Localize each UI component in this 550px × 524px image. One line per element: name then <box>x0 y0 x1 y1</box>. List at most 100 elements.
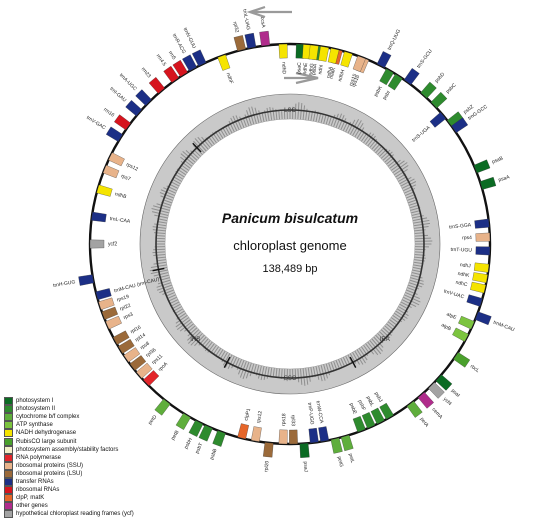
gc-bar <box>337 114 345 129</box>
gc-bar <box>354 350 364 365</box>
gene-block <box>129 355 147 371</box>
gene-block <box>191 49 207 67</box>
gc-bar <box>409 204 420 209</box>
gene-block <box>420 81 437 99</box>
gene-block <box>379 68 394 86</box>
gc-ring-inner <box>164 118 416 370</box>
gene-label: psbK <box>373 84 384 97</box>
gc-bar <box>152 226 167 229</box>
gc-bar <box>410 277 424 282</box>
gc-bar <box>181 164 190 171</box>
legend-item: photosystem I <box>4 397 164 406</box>
gene-label: psbJ <box>373 391 384 404</box>
gene-block <box>136 362 153 379</box>
gene-block <box>125 100 143 117</box>
gc-bar <box>278 368 281 378</box>
gc-bar <box>363 344 370 353</box>
gc-bar <box>261 113 265 122</box>
gc-bar <box>365 133 375 145</box>
gene-block <box>475 246 491 256</box>
gc-bar <box>328 362 332 372</box>
gc-bar <box>244 114 250 127</box>
legend-item: photosystem II <box>4 405 164 414</box>
gene-label: petD <box>147 414 158 426</box>
legend-swatch <box>4 477 13 486</box>
gene-label: rps12 <box>256 410 264 424</box>
gene-block <box>91 211 107 223</box>
gc-bar <box>406 194 415 199</box>
gc-bar <box>323 364 329 379</box>
genome-size: 138,489 bp <box>262 263 317 275</box>
gc-bar <box>411 212 421 216</box>
legend-label: ATP synthase <box>16 422 53 429</box>
gc-bar <box>179 166 188 174</box>
legend-item: ribosomal proteins (SSU) <box>4 461 164 470</box>
legend-swatch <box>4 413 13 422</box>
gc-bar <box>333 360 338 371</box>
gene-block <box>244 32 257 49</box>
gene-label: trnS-UGA <box>411 125 432 144</box>
gene-label: trnS-GCU <box>416 48 434 70</box>
legend-item: transfer RNAs <box>4 477 164 486</box>
gc-bar <box>165 291 175 297</box>
legend-item: RubisCO large subunit <box>4 437 164 446</box>
gene-block <box>172 59 188 77</box>
gc-bar <box>358 347 368 361</box>
gc-bar <box>406 289 418 295</box>
gene-block <box>330 437 343 454</box>
gene-label: ndhB <box>114 191 128 200</box>
gc-bar <box>354 122 364 138</box>
gc-bar <box>318 113 322 123</box>
gc-bar <box>154 223 167 227</box>
gene-block <box>289 429 298 445</box>
gene-block <box>123 347 141 363</box>
gene-block <box>98 297 115 310</box>
region-label-ira: IRA <box>380 337 390 343</box>
gene-label: clpP1 <box>243 408 252 422</box>
gene-label: psbE <box>348 402 358 415</box>
gene-label: cemA <box>431 407 444 421</box>
gene-label: psaB <box>491 155 504 165</box>
gc-bar <box>225 127 231 135</box>
legend-label: hypothetical chloroplast reading frames … <box>16 511 134 518</box>
gc-bar <box>406 287 415 291</box>
gene-block <box>475 232 491 242</box>
region-ring <box>155 109 425 379</box>
gc-bar <box>410 210 421 214</box>
legend-item: ribosomal proteins (LSU) <box>4 469 164 478</box>
gc-bar <box>263 366 268 380</box>
gene-label: ndhI <box>317 64 325 75</box>
gene-block <box>143 370 160 387</box>
gene-label: ycf4 <box>442 396 453 407</box>
gc-bar <box>174 308 184 315</box>
legend-label: photosystem II <box>16 406 56 413</box>
gc-bar <box>245 362 252 379</box>
gene-block <box>278 43 288 59</box>
gc-bar <box>153 272 169 277</box>
gc-bar <box>413 264 422 267</box>
gene-label: rpl33 <box>290 415 296 426</box>
gene-label: rps16 <box>351 74 361 88</box>
gene-block <box>417 391 434 409</box>
gc-bar <box>356 127 365 139</box>
gc-bar <box>412 217 428 222</box>
gene-block <box>352 416 366 433</box>
gc-bar <box>175 317 190 328</box>
legend-item: photosystem assembly/stability factors <box>4 445 164 454</box>
gene-block <box>379 402 394 420</box>
gc-bar <box>367 341 379 356</box>
gene-label: trnL-CAA <box>109 216 131 225</box>
gene-label: ndhF <box>225 72 235 85</box>
gene-block <box>473 262 490 273</box>
legend-label: cytochrome b/f complex <box>16 414 80 421</box>
gc-bar <box>377 332 384 340</box>
gc-bar <box>220 129 226 138</box>
gene-block <box>95 288 112 300</box>
region-label-irb: IRB <box>190 337 200 343</box>
gc-bar <box>407 199 417 204</box>
gc-bar <box>363 132 372 144</box>
gene-label: rps7 <box>120 173 131 182</box>
gene-block <box>429 112 447 128</box>
gc-bar <box>160 195 174 201</box>
gene-block <box>318 426 330 442</box>
